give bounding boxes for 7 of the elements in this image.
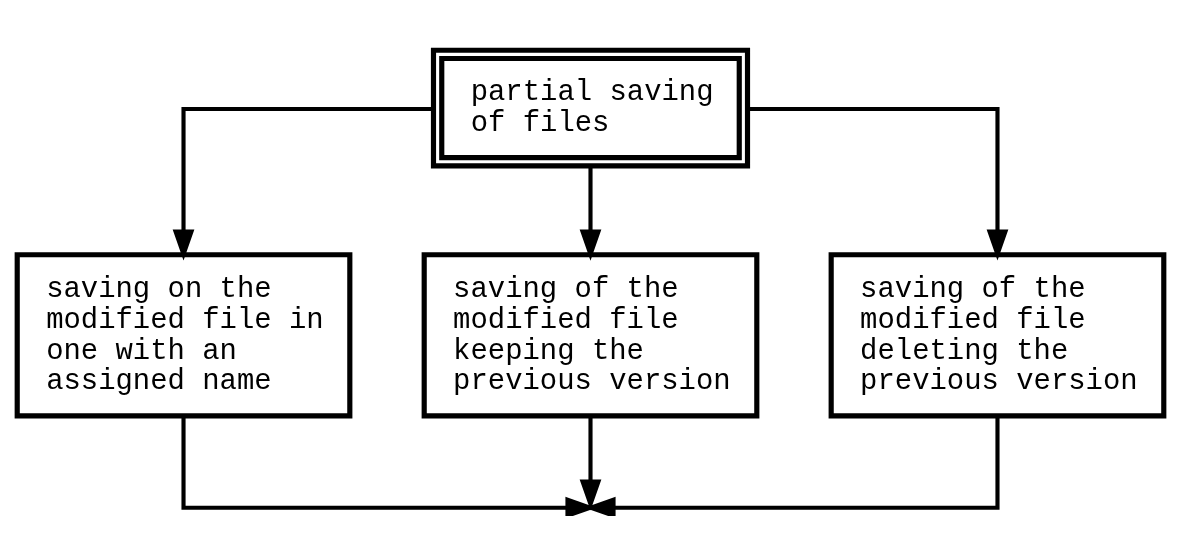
arrow (579, 166, 602, 261)
node-box: saving of the modified file deleting the previous version (828, 252, 1167, 419)
arrow (172, 106, 434, 261)
node-box: partial saving of files (430, 47, 751, 169)
arrow (747, 106, 1009, 261)
node-box: saving on the modified file in one with an assigned name (14, 252, 353, 419)
node-box: saving of the modified file keeping the previous version (421, 252, 760, 419)
